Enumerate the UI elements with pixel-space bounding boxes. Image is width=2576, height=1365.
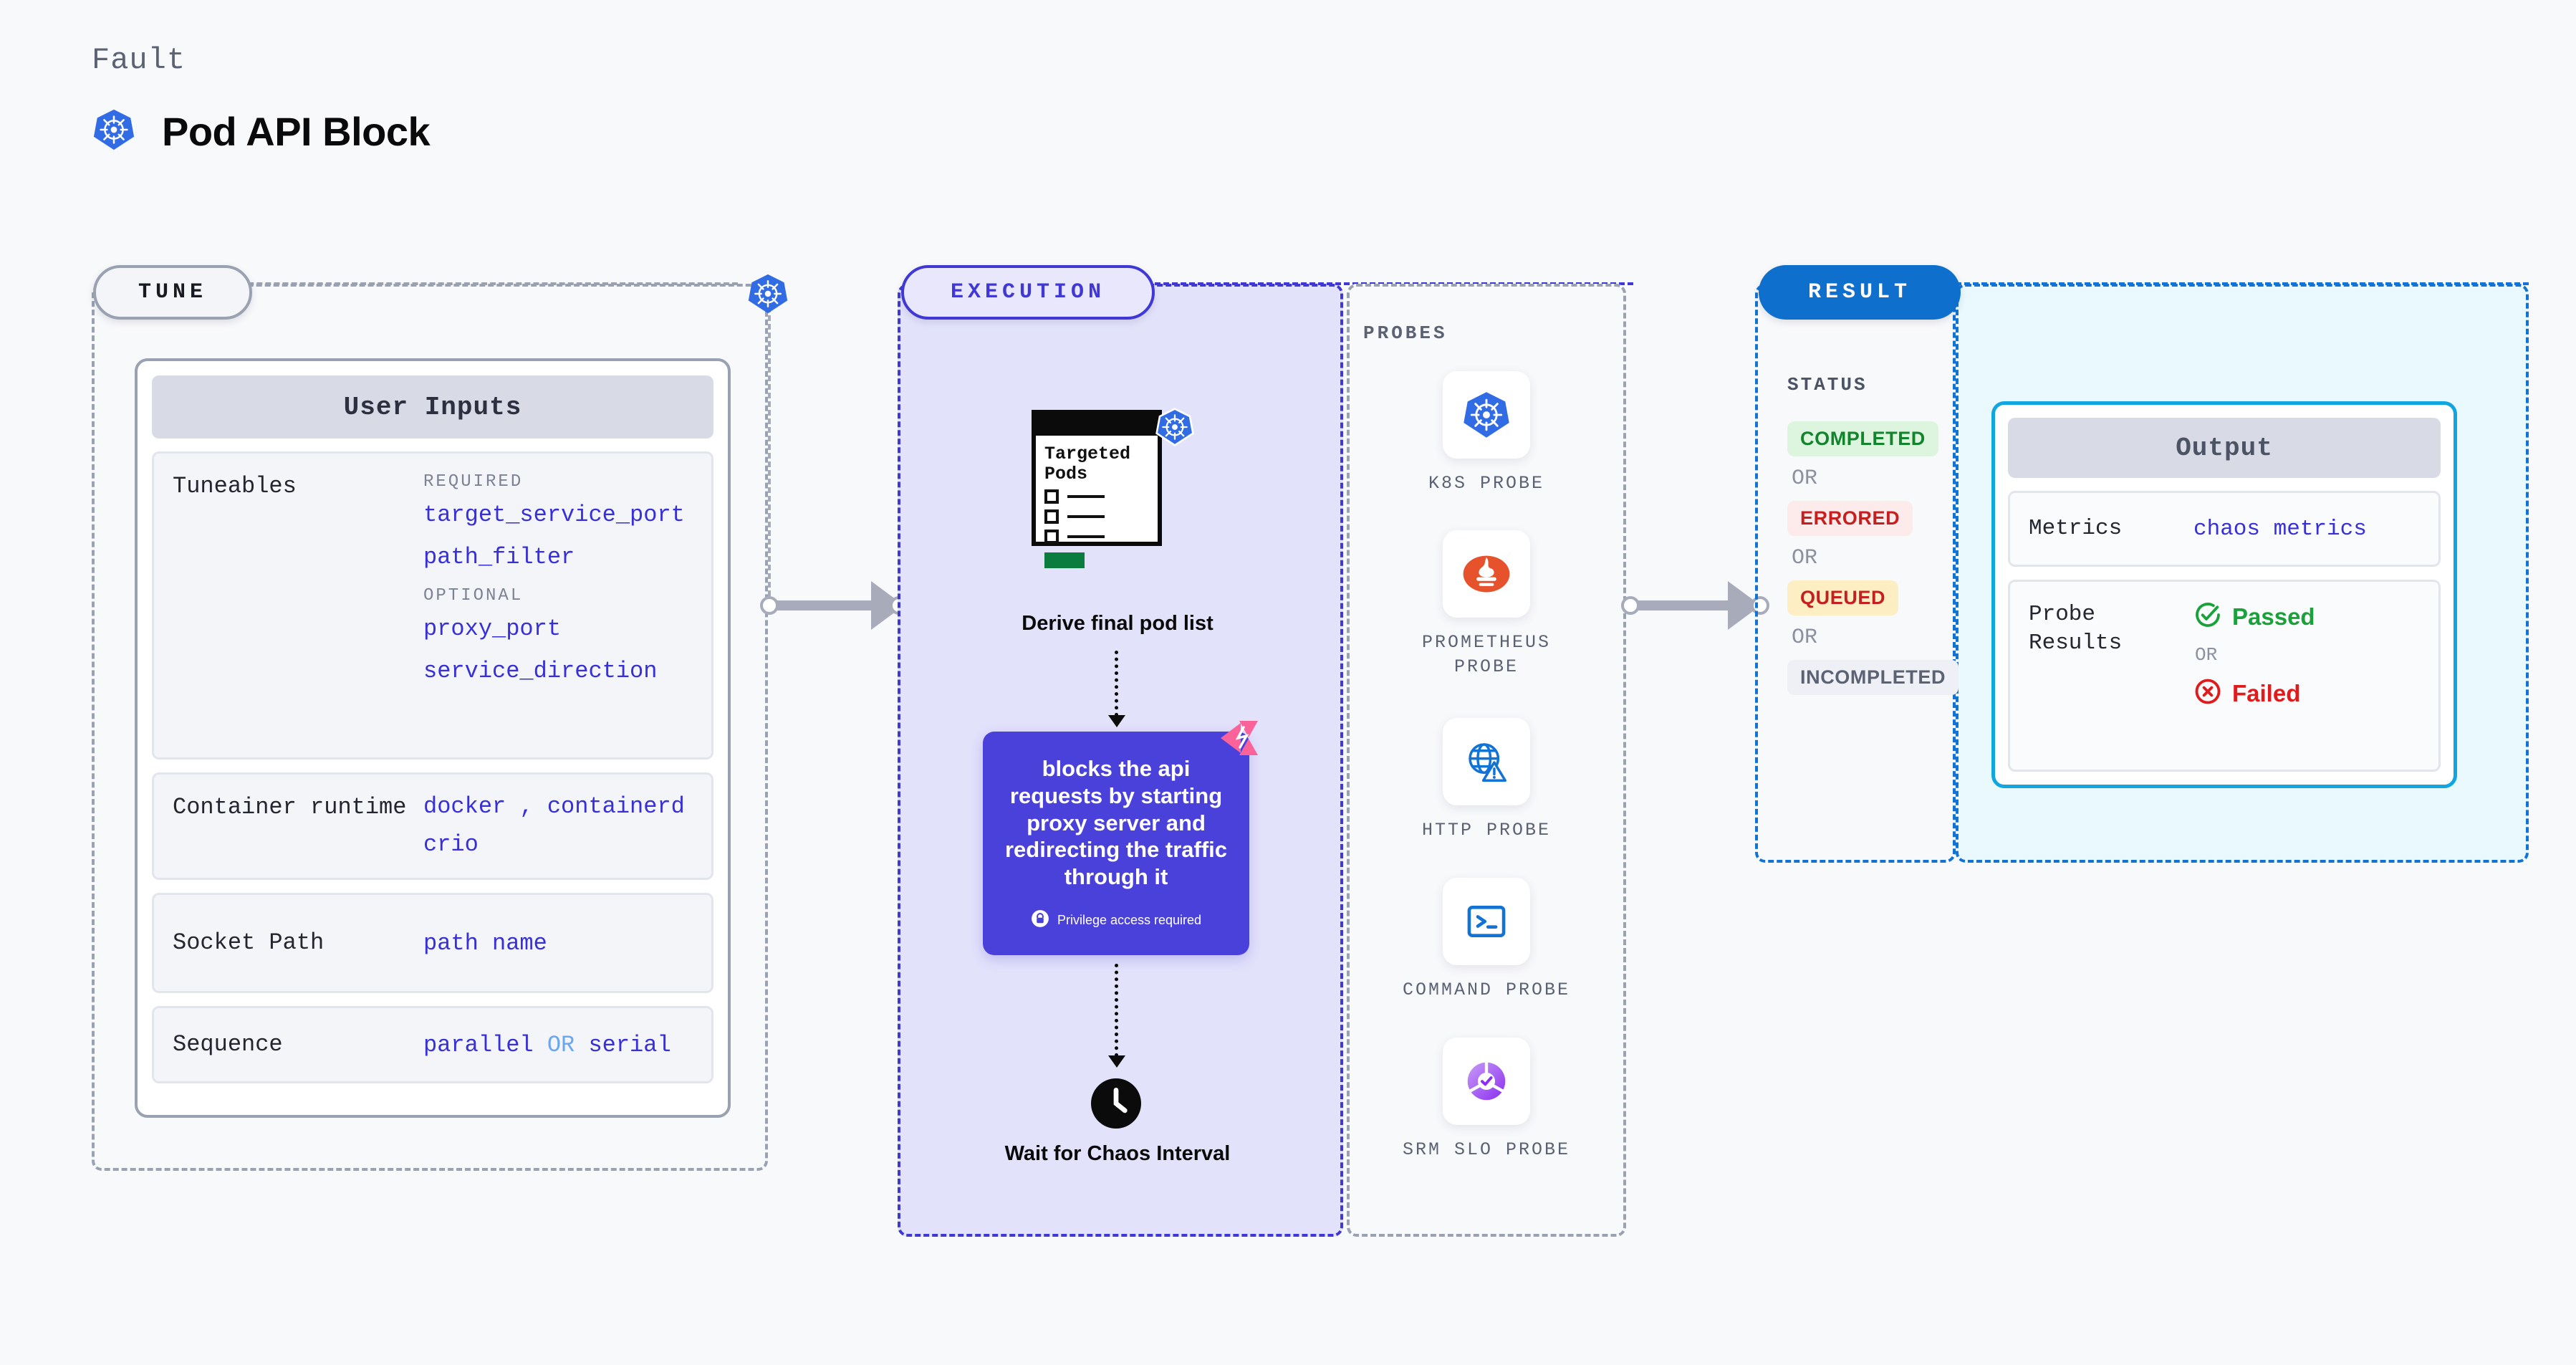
flow-arrow-2 [1108,1055,1125,1068]
status-badge: ERRORED [1787,501,1913,536]
probe-srm-slo[interactable]: SRM SLO PROBE [1390,1038,1583,1162]
probe-results-label: Probe Results [2029,602,2123,656]
status-badge: INCOMPLETED [1787,660,1959,695]
kubernetes-icon [1155,407,1195,451]
probe-passed: Passed [2193,600,2420,633]
terminal-icon [1443,878,1530,965]
fault-eyebrow: Fault [92,43,186,77]
result-pill: RESULT [1759,265,1961,320]
tune-pill-dash [222,282,738,285]
targeted-pods-sticker: Targeted Pods [1032,410,1162,568]
status-or: OR [1792,466,1818,491]
user-inputs-card: User Inputs Tuneables REQUIRED target_se… [135,358,731,1118]
required-tag: REQUIRED [423,472,524,492]
page-title: Pod API Block [162,109,431,154]
probe-label: COMMAND PROBE [1402,980,1571,1000]
tune-panel-boundary [92,284,768,1171]
sequence-parallel[interactable]: parallel [423,1031,534,1058]
globe-warning-icon [1443,718,1530,805]
checkbox-icon [1044,530,1059,544]
kubernetes-icon [92,107,136,155]
title-row: Pod API Block [92,107,431,155]
container-runtime-label: Container runtime [173,794,407,820]
wait-chaos-interval-label: Wait for Chaos Interval [1004,1142,1231,1165]
lock-icon [1031,909,1049,931]
tuneable-value[interactable]: path_filter [423,544,575,570]
probe-result-or: OR [2195,644,2218,666]
check-circle-icon [2193,600,2222,633]
page-header: Fault Pod API Block [92,43,431,155]
flow-arrow-1 [1108,715,1125,727]
flow-line-1 [1115,651,1118,717]
status-title: STATUS [1787,374,1868,396]
privilege-note: Privilege access required [1031,909,1201,931]
sequence-label: Sequence [173,1030,283,1058]
probe-results-row: Probe Results Passed OR [2008,580,2441,772]
output-card: Output Metrics chaos metrics Probe Resul… [1991,401,2457,788]
tuneable-value[interactable]: target_service_port [423,502,685,528]
flow-line-2 [1115,964,1118,1057]
probe-label: PROMETHEUS PROBE [1421,632,1552,677]
x-circle-icon [2193,677,2222,709]
status-or: OR [1792,626,1818,650]
action-card-text: blocks the api requests by starting prox… [1004,755,1228,890]
result-pill-dash [1956,282,2529,285]
probe-command[interactable]: COMMAND PROBE [1390,878,1583,1002]
sequence-serial[interactable]: serial [588,1031,671,1058]
probe-k8s[interactable]: K8S PROBE [1390,371,1583,496]
probe-label: K8S PROBE [1428,473,1545,494]
runtime-containerd[interactable]: containerd [547,793,685,820]
status-badge: QUEUED [1787,580,1899,616]
socket-path-value[interactable]: path name [423,929,547,957]
prometheus-icon [1443,530,1530,618]
kubernetes-icon [746,272,789,319]
probe-failed: Failed [2193,677,2420,709]
probe-label: SRM SLO PROBE [1402,1139,1571,1160]
runtime-separator: , [519,793,534,820]
sequence-row: Sequence parallel OR serial [152,1006,713,1083]
srm-slo-icon [1443,1038,1530,1125]
checkbox-icon [1044,509,1059,524]
status-badge: COMPLETED [1787,421,1938,456]
socket-path-label: Socket Path [173,929,325,956]
tuneables-label: Tuneables [173,473,297,499]
tuneable-value[interactable]: proxy_port [423,616,562,642]
runtime-docker[interactable]: docker [423,793,506,820]
probe-http[interactable]: HTTP PROBE [1390,718,1583,843]
execution-pill: EXECUTION [901,265,1155,320]
status-list: COMPLETED OR ERRORED OR QUEUED OR INCOMP… [1787,421,1959,695]
metrics-row: Metrics chaos metrics [2008,491,2441,567]
metrics-value[interactable]: chaos metrics [2193,516,2367,542]
container-runtime-row: Container runtime docker , containerd cr… [152,772,713,880]
output-title: Output [2008,418,2441,478]
sequence-or: OR [547,1031,575,1058]
kubernetes-icon [1443,371,1530,459]
checkbox-icon [1044,489,1059,504]
targeted-pods-title: Targeted Pods [1044,444,1131,484]
tuneable-value[interactable]: service_direction [423,658,658,684]
runtime-crio[interactable]: crio [423,831,479,858]
failed-label: Failed [2232,679,2301,707]
tune-header-dash [768,298,771,613]
passed-label: Passed [2232,603,2315,630]
harness-chaos-icon [1218,719,1259,761]
status-or: OR [1792,546,1818,570]
probe-label: HTTP PROBE [1421,820,1552,840]
metrics-label: Metrics [2029,516,2123,542]
action-card: blocks the api requests by starting prox… [983,732,1249,955]
socket-path-row: Socket Path path name [152,893,713,993]
tuneables-row: Tuneables REQUIRED target_service_port p… [152,451,713,760]
derive-pod-list-label: Derive final pod list [1022,612,1213,635]
optional-tag: OPTIONAL [423,586,524,605]
green-bar [1044,552,1085,568]
probe-prometheus[interactable]: PROMETHEUS PROBE [1390,530,1583,679]
probes-title: PROBES [1363,322,1448,344]
clock-icon [1091,1078,1141,1129]
user-inputs-title: User Inputs [152,375,713,439]
tune-pill: TUNE [93,265,252,320]
privilege-text: Privilege access required [1057,913,1202,928]
